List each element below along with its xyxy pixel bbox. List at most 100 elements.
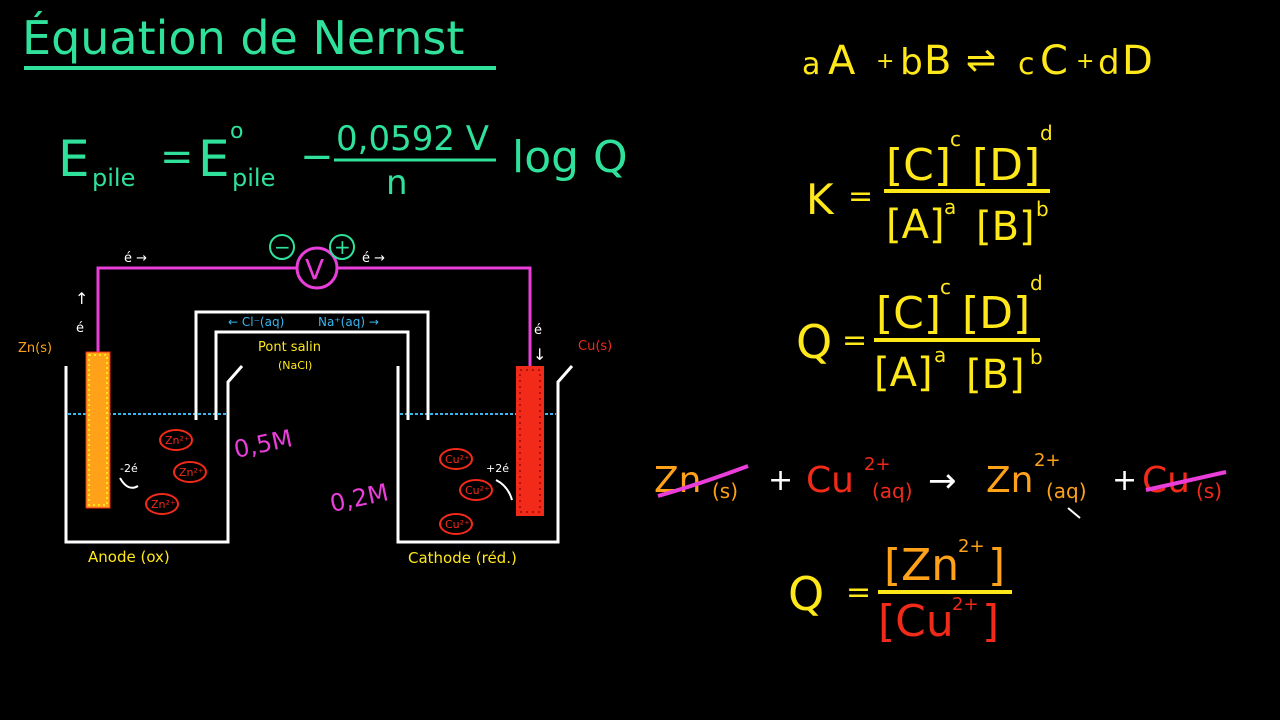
nernst-pile-sub: pile <box>92 164 135 192</box>
qcell-den: [Cu <box>878 596 954 647</box>
cell-arrow: → <box>928 461 957 501</box>
cell-cu-ion: Cu <box>806 460 854 501</box>
zn-ion <box>159 429 193 451</box>
q-den-a-exp: a <box>934 343 946 367</box>
cell-cu-charge: 2+ <box>864 454 891 475</box>
cell-zn-state: (s) <box>712 479 738 503</box>
external-wire-right <box>338 266 532 366</box>
cathode-label: Cathode (réd.) <box>408 549 517 567</box>
q-num-c: [C] <box>876 288 941 339</box>
cu-ion-label: Cu²⁺ <box>445 453 470 466</box>
qcell-den-close: ] <box>982 596 999 647</box>
qcell-num: [Zn <box>884 540 959 591</box>
cathode-electron-gain: +2é <box>486 462 509 475</box>
k-num-c: [C] <box>886 140 951 191</box>
electron-flow-right: é → <box>362 251 385 266</box>
salt-bridge-na: Na⁺(aq) → <box>318 315 379 329</box>
cell-cu-state: (aq) <box>872 479 913 503</box>
q-num-d: [D] <box>962 288 1030 339</box>
k-den-a-exp: a <box>944 195 956 219</box>
q-num-d-exp: d <box>1030 271 1043 295</box>
cell-plus-1: + <box>768 463 793 498</box>
cu-ion <box>439 513 473 535</box>
general-reaction: a A + b B ⇌ c C + d D <box>802 38 1153 84</box>
k-num-c-exp: c <box>950 127 961 151</box>
strike-cu <box>1145 470 1227 492</box>
k-den-b: [B] <box>976 204 1035 250</box>
copper-electrode-label: Cu(s) <box>578 339 612 354</box>
qcell-num-close: ] <box>988 540 1005 591</box>
salt-bridge-label: Pont salin <box>258 340 321 355</box>
q-den-b-exp: b <box>1030 345 1043 369</box>
nernst-equals: = <box>160 134 194 180</box>
cell-plus-2: + <box>1112 463 1137 498</box>
voltmeter-label: V <box>305 253 324 286</box>
beaker-left <box>64 365 244 544</box>
anode-label: Anode (ox) <box>88 548 170 566</box>
reaction-coef-d: d <box>1098 43 1120 83</box>
reaction-plus-1: + <box>876 49 894 74</box>
beaker-right <box>396 365 574 544</box>
cu-ion-label: Cu²⁺ <box>465 484 490 497</box>
nernst-equation: E pile = E o pile − 0,0592 V n log Q <box>58 119 628 203</box>
concentration-left: 0,5M <box>231 424 294 464</box>
nernst-denominator: n <box>386 163 408 203</box>
external-wire <box>96 266 296 352</box>
concentration-right: 0,2M <box>327 478 390 518</box>
k-num-d-exp: d <box>1040 121 1053 145</box>
reaction-C: C <box>1040 38 1068 84</box>
cathode-ion-arrow <box>495 479 513 501</box>
k-equals: = <box>848 179 873 214</box>
copper-electrode-texture <box>519 369 541 513</box>
salt-bridge <box>194 310 430 420</box>
cu-ions: Cu²⁺ Cu²⁺ Cu²⁺ <box>439 448 493 535</box>
reaction-D: D <box>1122 38 1153 84</box>
nernst-e: E <box>58 130 90 188</box>
strike-zn <box>657 464 749 498</box>
nernst-e0-sup: o <box>230 119 243 144</box>
salt-bridge-cl: ← Cl⁻(aq) <box>228 315 284 329</box>
plus-terminal <box>329 234 355 260</box>
electron-down-label: é <box>534 323 542 338</box>
galvanic-cell-diagram: V − + é → é → ↑ é é ↓ ← Cl⁻(aq) Na⁺(aq) … <box>18 234 612 567</box>
nernst-pile0-sub: pile <box>232 164 275 192</box>
q-num-c-exp: c <box>940 275 951 299</box>
cell-cu-state2: (s) <box>1196 479 1222 503</box>
reaction-coef-c: c <box>1018 47 1035 82</box>
nernst-log: log Q <box>512 132 628 183</box>
zinc-electrode-texture <box>88 354 108 506</box>
reaction-A: A <box>828 38 856 84</box>
minus-terminal-sign: − <box>274 235 291 259</box>
salt-bridge-formula: (NaCl) <box>278 359 312 372</box>
reaction-plus-2: + <box>1076 49 1094 74</box>
k-lhs: K <box>806 175 835 224</box>
k-den-a: [A] <box>886 202 945 248</box>
reaction-B: B <box>924 38 951 84</box>
cell-zn-charge: 2+ <box>1034 450 1061 471</box>
q-expression: Q = [C] c [D] d [A] a [B] b <box>796 271 1043 398</box>
anode-ion-arrow <box>119 477 139 489</box>
tick-mark <box>1067 507 1081 519</box>
electron-up-arrow: ↑ <box>75 289 88 308</box>
zn-ion <box>145 493 179 515</box>
qcell-lhs: Q <box>788 567 824 621</box>
qcell-equals: = <box>846 575 871 610</box>
zn-ion <box>173 461 207 483</box>
q-den-a: [A] <box>874 350 933 396</box>
cell-zn-ion-state: (aq) <box>1046 479 1087 503</box>
qcell-num-charge: 2+ <box>958 536 985 557</box>
minus-terminal <box>269 234 295 260</box>
cell-zn-ion: Zn <box>986 460 1033 501</box>
zn-ion-label: Zn²⁺ <box>179 466 204 479</box>
k-expression: K = [C] c [D] d [A] a [B] b <box>806 121 1053 250</box>
q-den-b: [B] <box>966 352 1025 398</box>
q-cell-expression: Q = [Zn 2+ ] [Cu 2+ ] <box>788 536 1012 647</box>
electron-flow-left: é → <box>124 251 147 266</box>
k-den-b-exp: b <box>1036 197 1049 221</box>
cu-ion <box>459 479 493 501</box>
cell-reaction: Zn (s) + Cu 2+ (aq) → Zn 2+ (aq) + Cu (s… <box>654 450 1227 519</box>
page-title: Équation de Nernst <box>22 11 464 65</box>
cu-ion <box>439 448 473 470</box>
anode-electron-loss: -2é <box>120 462 138 475</box>
